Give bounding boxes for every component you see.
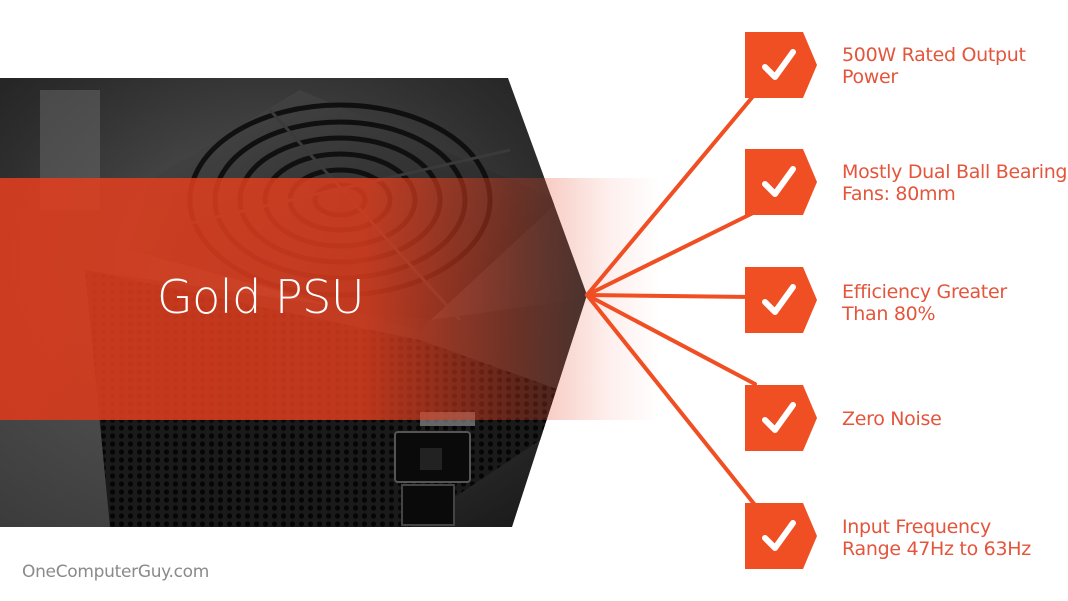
site-watermark: OneComputerGuy.com [22,562,210,582]
title-band [0,178,660,420]
feature-label-3: Efficiency Greater Than 80% [842,281,1007,325]
checkmark-icon [762,284,796,315]
feature-badge-1 [745,32,817,98]
feature-label-line: Range 47Hz to 63Hz [842,538,1031,560]
feature-label-line: Zero Noise [842,408,942,430]
feature-label-line: Fans: 80mm [842,183,956,205]
feature-label-line: Than 80% [842,303,936,325]
feature-badge-2 [745,149,817,215]
checkmark-icon [762,49,796,80]
feature-label-line: Efficiency Greater [842,281,1007,303]
feature-label-line: 500W Rated Output [842,44,1026,66]
feature-label-1: 500W Rated Output Power [842,44,1026,88]
feature-label-line: Mostly Dual Ball Bearing [842,161,1068,183]
feature-label-5: Input Frequency Range 47Hz to 63Hz [842,516,1031,560]
checkmark-icon [762,166,796,197]
feature-label-4: Zero Noise [842,408,942,430]
feature-label-2: Mostly Dual Ball Bearing Fans: 80mm [842,161,1068,205]
checkmark-icon [762,520,796,551]
feature-badge-3 [745,267,817,333]
feature-badge-5 [745,503,817,569]
feature-label-line: Power [842,66,898,88]
feature-label-line: Input Frequency [842,516,991,538]
page-title: Gold PSU [157,270,365,324]
checkmark-icon [762,402,796,433]
feature-badge-4 [745,385,817,451]
